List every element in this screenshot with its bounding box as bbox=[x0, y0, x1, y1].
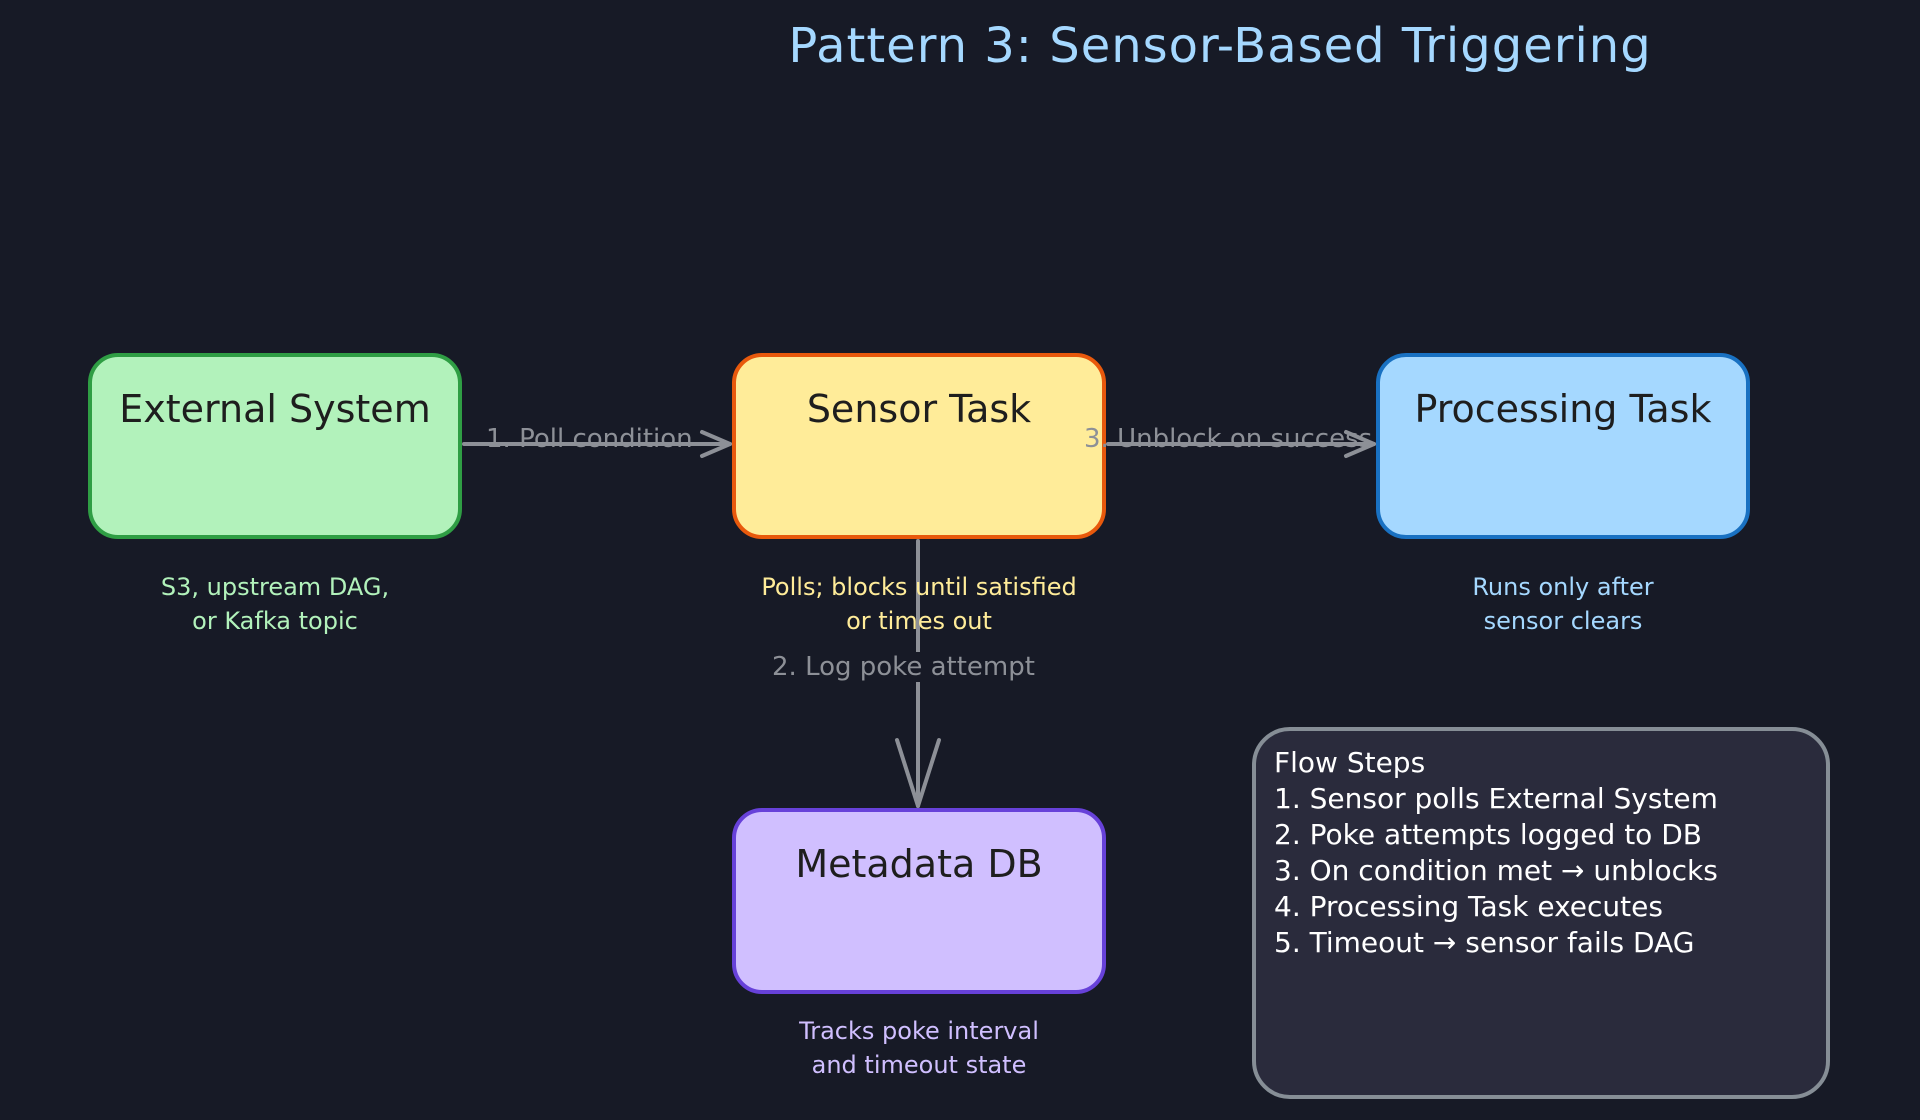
flow-step-item: 2. Poke attempts logged to DB bbox=[1274, 818, 1702, 851]
node-external-system[interactable]: External System bbox=[88, 353, 462, 539]
processing-task-caption: Runs only after sensor clears bbox=[1353, 570, 1773, 638]
caption-line: sensor clears bbox=[1483, 607, 1643, 635]
node-metadata-db[interactable]: Metadata DB bbox=[732, 808, 1106, 994]
edge-unblock-arrow bbox=[1106, 430, 1376, 458]
caption-line: or times out bbox=[846, 607, 992, 635]
caption-line: Tracks poke interval bbox=[799, 1017, 1039, 1045]
caption-line: Runs only after bbox=[1472, 573, 1654, 601]
flow-step-item: 3. On condition met → unblocks bbox=[1274, 854, 1718, 887]
edge-log-label: 2. Log poke attempt bbox=[770, 652, 1037, 682]
node-metadata-db-label: Metadata DB bbox=[795, 842, 1043, 886]
sensor-task-caption: Polls; blocks until satisfied or times o… bbox=[709, 570, 1129, 638]
edge-poll-arrow bbox=[462, 430, 732, 458]
flow-step-item: 5. Timeout → sensor fails DAG bbox=[1274, 926, 1695, 959]
node-processing-task[interactable]: Processing Task bbox=[1376, 353, 1750, 539]
diagram-title: Pattern 3: Sensor-Based Triggering bbox=[788, 18, 1652, 74]
flow-step-item: 4. Processing Task executes bbox=[1274, 890, 1663, 923]
flow-steps-heading: Flow Steps bbox=[1274, 746, 1426, 779]
node-sensor-task-label: Sensor Task bbox=[806, 387, 1032, 431]
caption-line: and timeout state bbox=[811, 1051, 1027, 1079]
node-external-system-label: External System bbox=[119, 387, 431, 431]
flow-step-item: 1. Sensor polls External System bbox=[1274, 782, 1718, 815]
caption-line: or Kafka topic bbox=[192, 607, 358, 635]
external-system-caption: S3, upstream DAG, or Kafka topic bbox=[65, 570, 485, 638]
metadata-db-caption: Tracks poke interval and timeout state bbox=[709, 1014, 1129, 1082]
edge-unblock-label: 3. Unblock on success bbox=[1084, 424, 1373, 454]
node-sensor-task[interactable]: Sensor Task bbox=[732, 353, 1106, 539]
flow-steps-panel: Flow Steps 1. Sensor polls External Syst… bbox=[1252, 727, 1830, 1099]
caption-line: Polls; blocks until satisfied bbox=[761, 573, 1077, 601]
caption-line: S3, upstream DAG, bbox=[160, 573, 390, 601]
node-processing-task-label: Processing Task bbox=[1414, 387, 1712, 431]
edge-poll-label: 1. Poll condition bbox=[486, 424, 693, 454]
